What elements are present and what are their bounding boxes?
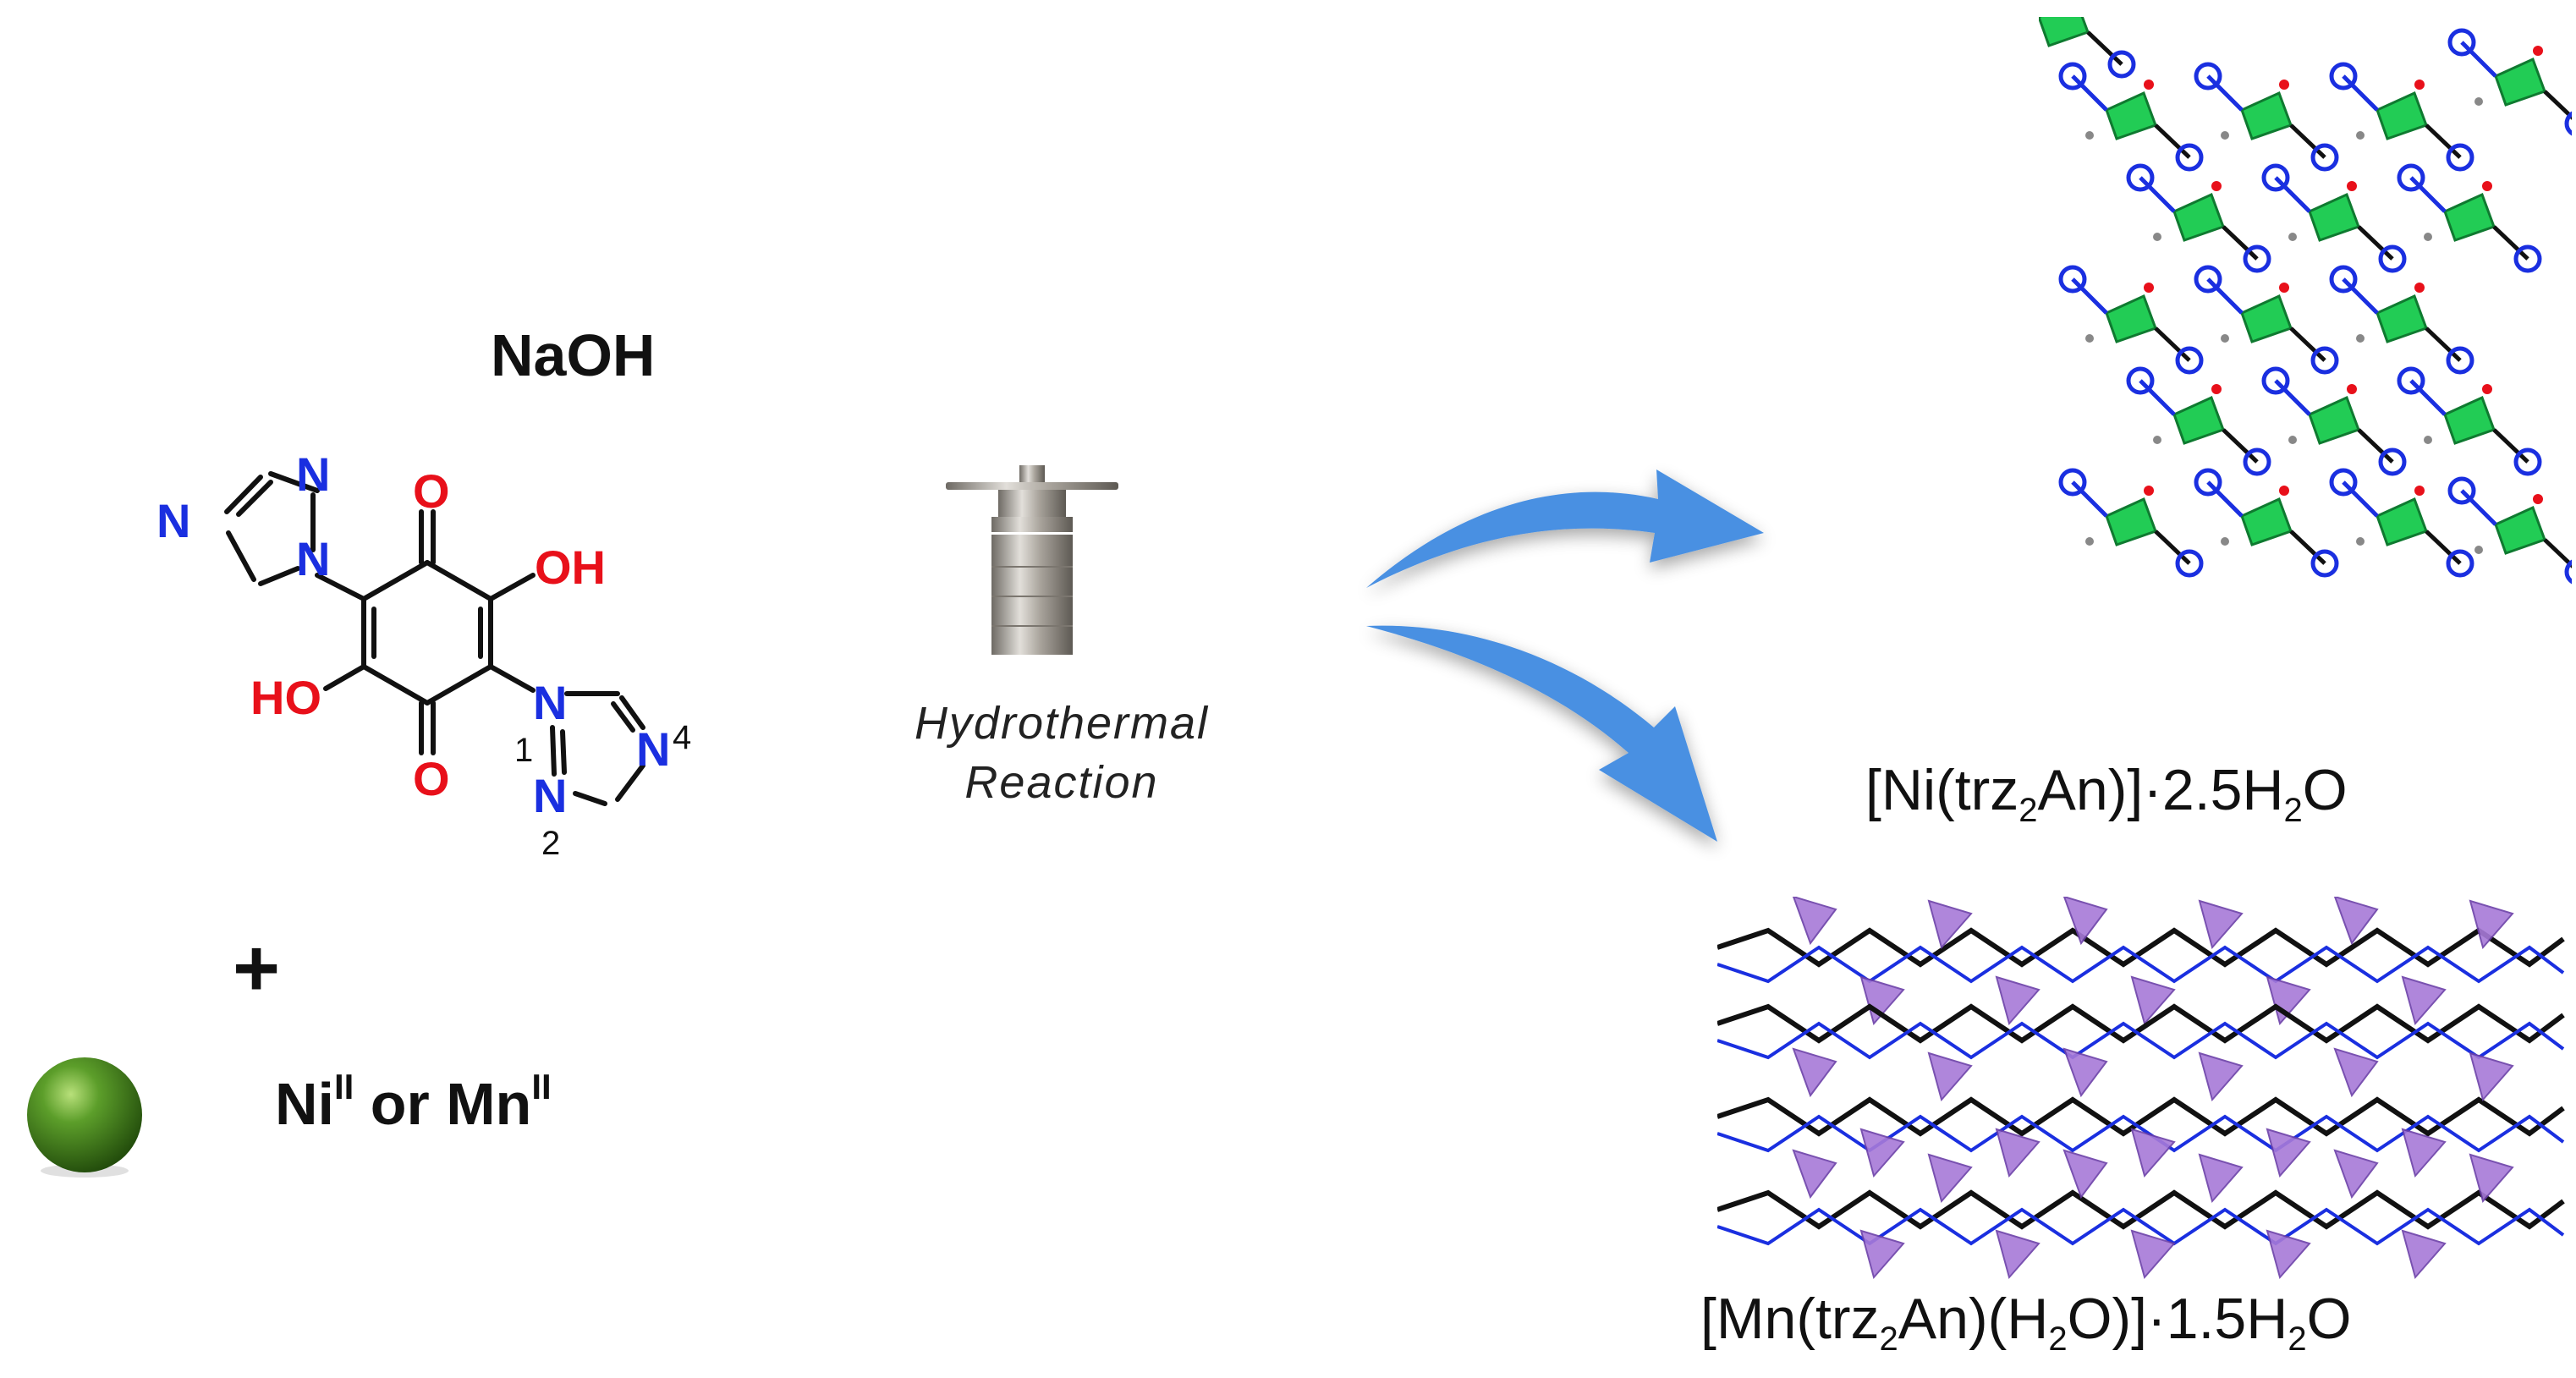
mn-formula-sub-2: 2 bbox=[2048, 1320, 2068, 1358]
triazole-lower-n2: N bbox=[533, 769, 567, 822]
ligand-structure: O O OH HO N N N N N N 1 2 4 bbox=[157, 447, 691, 862]
ni-formula-part-b: An)]·2.5H bbox=[2037, 758, 2284, 822]
position-2-label: 2 bbox=[541, 825, 560, 862]
ni-framework-structure bbox=[2039, 17, 2572, 609]
ni-formula-part-c: O bbox=[2302, 758, 2348, 822]
triazole-lower-n1: N bbox=[533, 676, 567, 729]
autoclave-icon bbox=[946, 465, 1118, 655]
reaction-condition: Hydrothermal Reaction bbox=[859, 694, 1265, 812]
reaction-line-1: Hydrothermal bbox=[914, 698, 1210, 749]
mn-formula-part-b: An)(H bbox=[1898, 1287, 2049, 1351]
reaction-arrows bbox=[1366, 469, 1764, 842]
triazole-upper-n1: N bbox=[296, 532, 330, 585]
position-4-label: 4 bbox=[673, 719, 691, 756]
arrow-to-ni-product bbox=[1366, 469, 1764, 588]
triazole-upper-n2: N bbox=[296, 447, 330, 501]
reaction-line-2: Reaction bbox=[964, 757, 1159, 808]
ni-oxidation-state: II bbox=[334, 1067, 354, 1106]
mn-formula-part-d: O bbox=[2306, 1287, 2352, 1351]
metal-ions-label: NiII or MnII bbox=[275, 1067, 552, 1138]
ni-product-formula: [Ni(trz2An)]·2.5H2O bbox=[1865, 757, 2348, 829]
mn-formula-part-a: [Mn(trz bbox=[1700, 1287, 1880, 1351]
plus-sign: + bbox=[233, 923, 281, 1013]
naoh-label: NaOH bbox=[491, 322, 656, 388]
mn-formula-sub-1: 2 bbox=[1879, 1320, 1898, 1358]
metal-ion-sphere-icon bbox=[27, 1057, 142, 1178]
oxygen-bottom-label: O bbox=[413, 752, 450, 805]
hydroxyl-left-label: HO bbox=[250, 671, 321, 724]
arrow-to-mn-product bbox=[1366, 625, 1717, 842]
ni-formula-part-a: [Ni(trz bbox=[1865, 758, 2019, 822]
ni-formula-sub-2: 2 bbox=[2283, 792, 2303, 829]
metal-ni-text: Ni bbox=[275, 1071, 334, 1137]
mn-oxidation-state: II bbox=[531, 1067, 552, 1106]
mn-framework-structure bbox=[1717, 897, 2576, 1278]
mn-formula-sub-3: 2 bbox=[2288, 1320, 2307, 1358]
mn-formula-part-c: O)]·1.5H bbox=[2067, 1287, 2288, 1351]
triazole-upper-n4: N bbox=[157, 494, 190, 547]
mn-product-formula: [Mn(trz2An)(H2O)]·1.5H2O bbox=[1700, 1286, 2352, 1358]
oxygen-top-label: O bbox=[413, 464, 450, 518]
position-1-label: 1 bbox=[514, 732, 533, 769]
ni-formula-sub-1: 2 bbox=[2019, 792, 2038, 829]
triazole-lower-n4: N bbox=[636, 722, 670, 776]
metal-mn-text: or Mn bbox=[354, 1071, 532, 1137]
hydroxyl-right-label: OH bbox=[535, 541, 606, 594]
